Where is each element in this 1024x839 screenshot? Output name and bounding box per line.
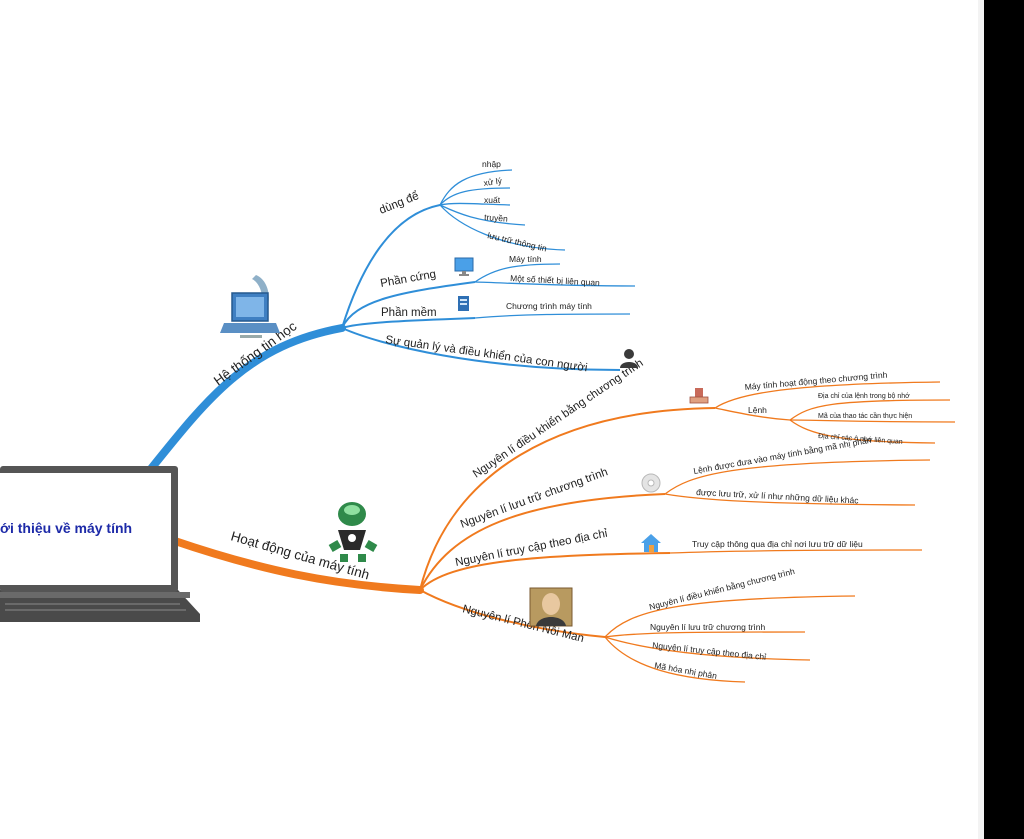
phan-cung-leaf-2: Một số thiết bị liên quan [510,273,600,288]
home-icon [641,534,661,552]
truy-cap-leaf-1: Truy cập thông qua địa chỉ nơi lưu trữ d… [692,539,863,549]
dung-de-leaf-1: nhập [482,159,501,169]
computer-icon [220,275,280,338]
phon-noi-man-leaf-1: Nguyên lí điều khiển bằng chương trình [648,566,796,612]
phan-cung-leaf-1: Máy tính [509,254,542,264]
phon-noi-man-leaf-3: Nguyên lí truy cập theo địa chỉ [652,640,767,662]
person-icon [620,349,638,368]
scrollbar-track[interactable] [978,0,984,839]
phan-cung-label: Phần cứng [379,268,437,290]
branch-he-thong-trunk [146,324,346,474]
mind-map: Hệ thống tin học dùng để nhập xử lý xuất… [0,159,956,683]
su-quan-ly-label: Sự quản lý và điều khiển của con người [385,334,589,374]
central-title: ới thiệu về máy tính [0,520,132,536]
dung-de-leaf-4: truyền [484,212,509,224]
disc-icon [641,473,661,493]
monitor-icon [454,257,474,276]
phan-mem-label: Phần mềm [381,307,437,319]
hoat-dong-connectors [419,407,716,638]
hoat-dong-leaf-lines [604,381,956,683]
dung-de-leaf-2: xử lý [483,175,503,188]
luu-tru-leaf-1: Lệnh được đưa vào máy tính bằng mã nhị p… [693,435,873,476]
stamp-icon [689,388,709,404]
document-icon [458,296,469,311]
dung-de-label: dùng để [378,190,421,217]
phon-noi-man-leaf-4: Mã hóa nhị phân [654,660,718,681]
he-thong-leaf-lines [439,169,636,319]
phan-mem-leaf-1: Chương trình máy tính [506,301,592,311]
portrait-icon [529,587,573,627]
central-node[interactable]: ới thiệu về máy tính [0,466,200,622]
lenh-label: Lệnh [748,405,767,415]
phon-noi-man-leaf-2: Nguyên lí lưu trữ chương trình [650,622,766,632]
mind-map-canvas: Hệ thống tin học dùng để nhập xử lý xuất… [0,0,978,839]
dung-de-leaf-5: lưu trữ thông tin [487,230,548,253]
robot-icon [328,502,378,562]
lenh-leaf-2: Mã của thao tác cần thực hiện [818,411,912,420]
branch-hoat-dong-trunk [168,536,424,594]
truy-cap-label: Nguyên lí truy cập theo địa chỉ [454,528,609,569]
lenh-leaf-1: Địa chỉ của lệnh trong bộ nhớ [818,392,910,400]
he-thong-connectors [341,204,621,371]
dung-de-leaf-3: xuất [484,195,501,205]
dieu-khien-leaf-1: Máy tính hoạt động theo chương trình [744,370,888,392]
